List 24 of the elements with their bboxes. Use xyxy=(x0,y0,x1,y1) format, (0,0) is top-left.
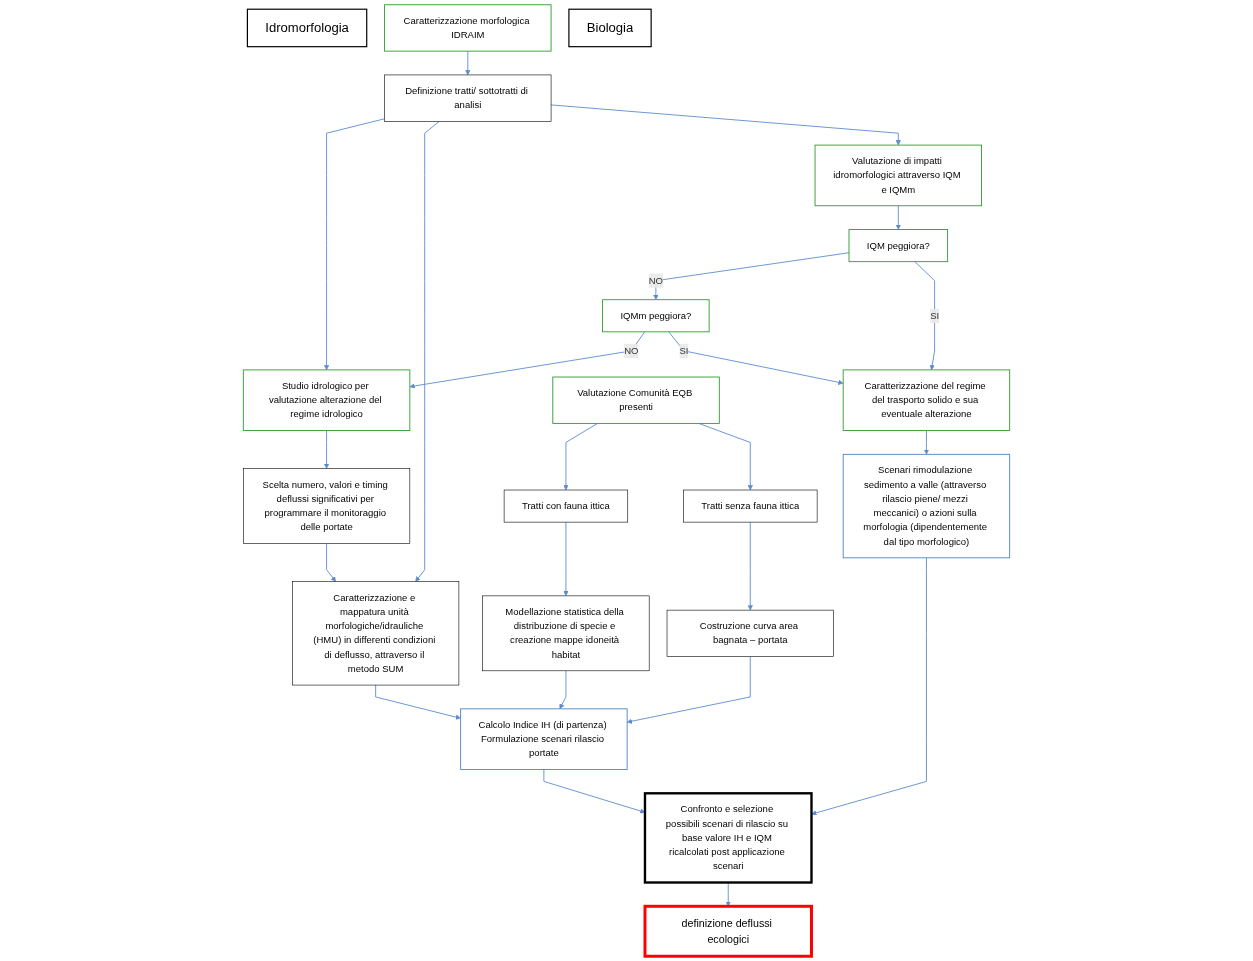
node-box: Tratti senza fauna ittica xyxy=(683,489,818,523)
node-box: Studio idrologico per valutazione alterazione del regime idrologico xyxy=(242,369,411,431)
node-box: Scenari rimodulazione sedimento a valle (attraverso rilascio piene/ mezzi meccanici) o azioni sulla morfologia (dipendentemente dal tipo morfologico) xyxy=(842,453,1011,559)
edge-label: NO xyxy=(624,345,639,356)
node-box: Caratterizzazione morfologica IDRAIM xyxy=(384,4,552,52)
node-box: definizione deflussi ecologici xyxy=(643,904,813,958)
node-box: IQMm peggiora? xyxy=(602,299,710,333)
node-box: IQM peggiora? xyxy=(848,229,949,263)
node-box: Caratterizzazione del regime del trasporto solido e sua eventuale alterazione xyxy=(842,369,1011,431)
edge-label: SI xyxy=(679,345,689,356)
node-box: Valutazione di impatti idromorfologici attraverso IQM e IQMm xyxy=(814,144,982,207)
node-box: Calcolo Indice IH (di partenza) Formulazione scenari rilascio portate xyxy=(460,708,628,770)
node-box: Valutazione Comunità EQB presenti xyxy=(552,376,720,424)
node-box: Idromorfologia xyxy=(246,8,368,48)
node-box: Definizione tratti/ sottotratti di analisi xyxy=(384,74,552,122)
node-box: Confronto e selezione possibili scenari di rilascio su base valore IH e IQM ricalcolati post applicazione scenari xyxy=(643,792,813,884)
edge-label: SI xyxy=(930,310,940,321)
node-box: Tratti con fauna ittica xyxy=(503,489,629,523)
node-box: Costruzione curva area bagnata – portata xyxy=(666,609,834,657)
node-box: Caratterizzazione e mappatura unità morfologiche/idrauliche (HMU) in differenti condizioni di deflusso, attraverso il metodo SUM xyxy=(292,581,460,686)
node-box: Scelta numero, valori e timing deflussi significativi per programmare il monitoraggio delle portate xyxy=(243,468,411,544)
edge-label: NO xyxy=(648,275,663,286)
node-box: Biologia xyxy=(568,8,652,48)
node-box: Modellazione statistica della distribuzione di specie e creazione mappe idoneità habitat xyxy=(482,595,650,672)
